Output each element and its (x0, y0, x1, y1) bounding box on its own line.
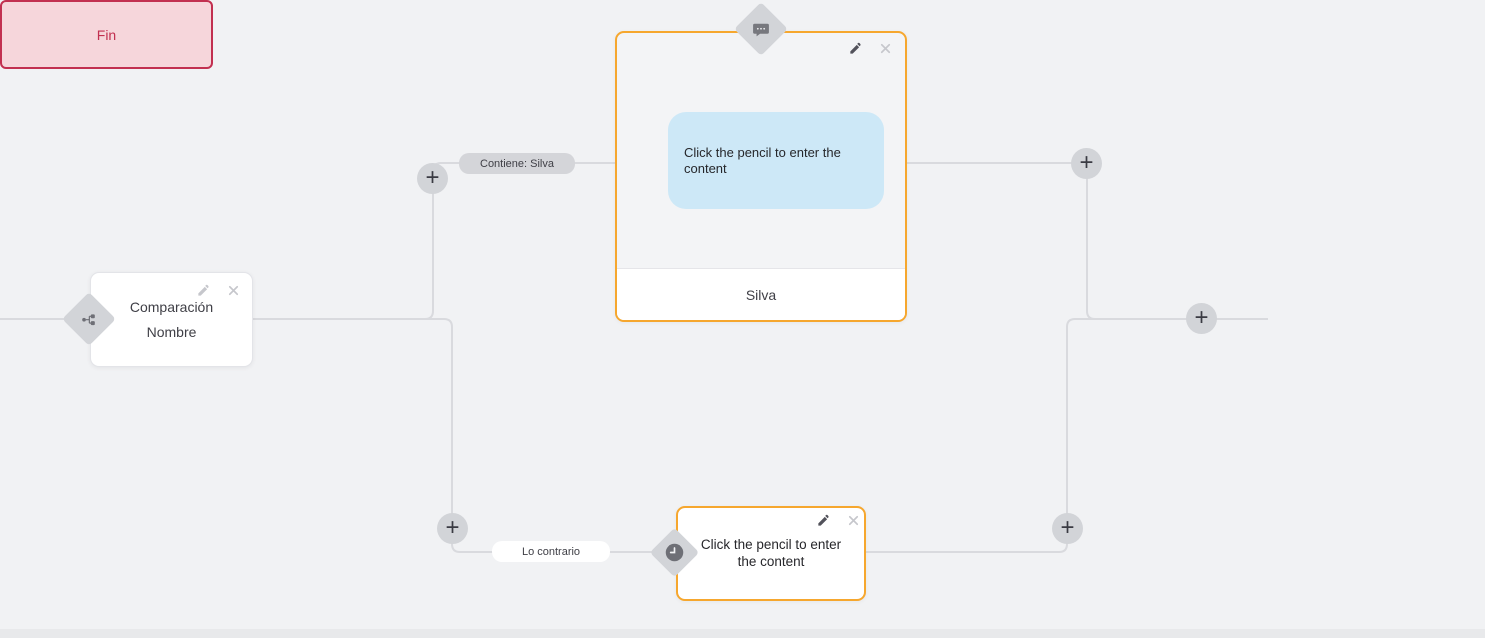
connection-label-text: Lo contrario (521, 545, 581, 558)
edit-pencil-icon[interactable] (196, 283, 211, 298)
end-node-label: Fin (96, 26, 117, 43)
add-node-button-bottom-left[interactable]: + (437, 513, 468, 544)
add-node-button-top-left[interactable]: + (417, 163, 448, 194)
condition-subtitle: Nombre (146, 323, 197, 340)
add-node-button-top-right[interactable]: + (1071, 148, 1102, 179)
wire-message-to-end (906, 162, 1268, 320)
plus-icon: + (445, 513, 460, 541)
message-node-badge (734, 2, 788, 56)
connection-label-text: Contiene: Silva (480, 157, 554, 170)
plus-icon: + (1060, 513, 1075, 541)
connection-label-contrario: Lo contrario (492, 541, 610, 562)
end-node[interactable]: Fin (0, 0, 213, 69)
message-node-tools (848, 41, 893, 56)
action-node-badge (649, 527, 700, 578)
message-footer-label: Silva (745, 286, 777, 303)
action-node[interactable]: Click the pencil to enter the content (676, 506, 866, 601)
wire-condition-to-action (253, 318, 660, 553)
plus-icon: + (1194, 303, 1209, 331)
wire-action-to-end (866, 318, 1268, 553)
condition-node-badge (62, 292, 116, 346)
connection-label-contiene: Contiene: Silva (459, 153, 575, 174)
close-icon[interactable] (226, 283, 241, 298)
condition-node[interactable]: Comparación Nombre (90, 272, 253, 367)
clock-icon (664, 542, 685, 563)
plus-icon: + (1079, 148, 1094, 176)
close-icon[interactable] (846, 513, 861, 528)
message-placeholder: Click the pencil to enter the content (684, 144, 841, 176)
add-node-button-bottom-right[interactable]: + (1052, 513, 1083, 544)
condition-title: Comparación (129, 298, 214, 315)
branch-icon (81, 311, 98, 328)
edit-pencil-icon[interactable] (816, 513, 831, 528)
close-icon[interactable] (878, 41, 893, 56)
plus-icon: + (425, 163, 440, 191)
message-node[interactable]: Click the pencil to enter the content Si… (615, 31, 907, 322)
action-node-tools (816, 513, 861, 528)
chat-bubble-icon (752, 20, 771, 39)
condition-node-tools (196, 283, 241, 298)
action-placeholder: Click the pencil to enter the content (700, 537, 842, 569)
add-node-button-before-end[interactable]: + (1186, 303, 1217, 334)
edit-pencil-icon[interactable] (848, 41, 863, 56)
canvas-bottom-edge (0, 629, 1485, 638)
message-node-footer: Silva (617, 268, 905, 320)
message-bubble: Click the pencil to enter the content (668, 112, 884, 209)
